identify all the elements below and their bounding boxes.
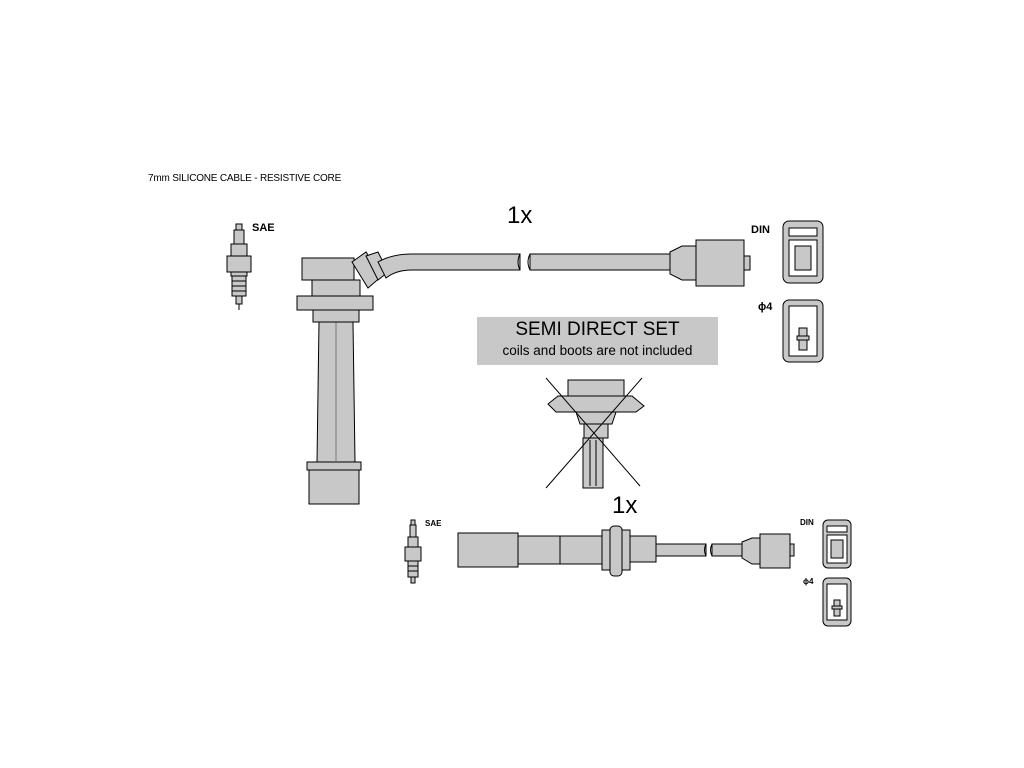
terminal-standard-bottom: DIN xyxy=(800,518,814,527)
quantity-bottom: 1x xyxy=(612,492,638,519)
terminal-standard-top: DIN xyxy=(751,224,770,236)
plug-standard-bottom: SAE xyxy=(425,519,442,528)
terminal-top xyxy=(669,239,751,287)
quantity-top: 1x xyxy=(507,202,533,229)
terminal-alt-bottom: ϕ4 xyxy=(803,577,814,586)
semi-direct-notice: SEMI DIRECT SET coils and boots are not … xyxy=(477,317,718,365)
cable-bottom xyxy=(457,525,795,577)
spark-plug-bottom xyxy=(404,519,422,584)
phi4-terminal-top xyxy=(782,299,824,363)
notice-subtitle: coils and boots are not included xyxy=(502,343,693,358)
cable-spec-label: 7mm SILICONE CABLE - RESISTIVE CORE xyxy=(148,173,342,184)
spark-plug-top xyxy=(226,223,252,310)
din-terminal-bottom xyxy=(822,519,852,569)
coil-boot-top xyxy=(296,251,389,505)
cable-top xyxy=(377,253,671,279)
notice-title: SEMI DIRECT SET xyxy=(515,319,680,340)
terminal-alt-top: ϕ4 xyxy=(758,301,773,313)
phi4-terminal-bottom xyxy=(822,577,852,627)
din-terminal-top xyxy=(782,220,824,284)
plug-standard-top: SAE xyxy=(252,222,275,234)
ignition-coil-excluded xyxy=(545,377,645,489)
